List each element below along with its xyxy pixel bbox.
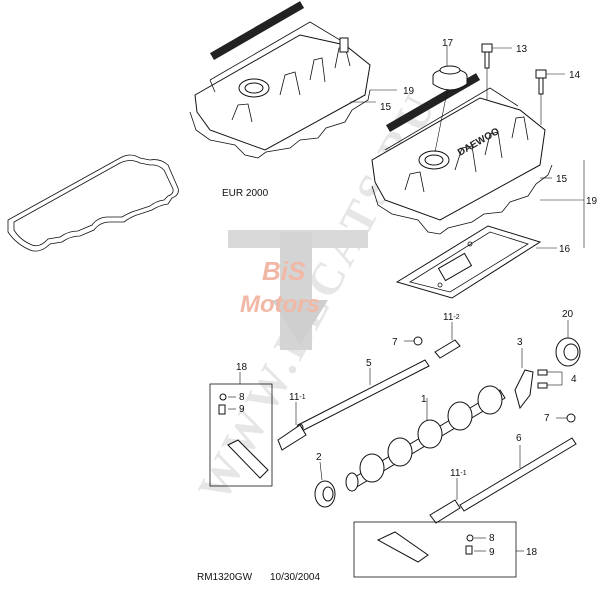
rocker-arm-lower bbox=[429, 478, 461, 524]
callout-15a: 15 bbox=[380, 102, 392, 113]
callout-8a: 8 bbox=[239, 392, 245, 403]
oil-filler-cap bbox=[432, 45, 468, 153]
seal-ring-20 bbox=[555, 320, 581, 367]
callout-7b: 7 bbox=[544, 413, 550, 424]
callout-8b: 8 bbox=[489, 533, 495, 544]
baffle-plate bbox=[395, 225, 542, 299]
callout-15b: 15 bbox=[556, 174, 568, 185]
callout-19b: 19 bbox=[586, 196, 598, 207]
callout-3: 3 bbox=[517, 337, 523, 348]
bolts-4 bbox=[537, 369, 563, 389]
brand-line2: Motors bbox=[240, 291, 320, 318]
footer: RM1320GW 10/30/2004 bbox=[197, 572, 320, 583]
camshaft bbox=[345, 385, 506, 492]
rocker-shaft-upper bbox=[296, 359, 430, 433]
callout-7a: 7 bbox=[392, 337, 398, 348]
callout-9b: 9 bbox=[489, 547, 495, 558]
callout-11-2: 11-2 bbox=[443, 312, 460, 323]
detail-box-18-upper bbox=[209, 372, 273, 487]
callout-16: 16 bbox=[559, 244, 571, 255]
callout-leaders-upper bbox=[350, 89, 585, 249]
bolt-14 bbox=[535, 69, 565, 125]
loose-gasket bbox=[7, 154, 179, 252]
drawing-date: 10/30/2004 bbox=[270, 572, 320, 583]
drawing-id: RM1320GW bbox=[197, 572, 253, 583]
callout-18b: 18 bbox=[526, 547, 538, 558]
brand-watermark: BiS Motors bbox=[228, 230, 368, 350]
callout-19a: 19 bbox=[403, 86, 415, 97]
variant-label: EUR 2000 bbox=[222, 188, 269, 199]
callout-6: 6 bbox=[516, 433, 522, 444]
callout-20: 20 bbox=[562, 309, 574, 320]
oil-seal bbox=[314, 461, 336, 508]
valve-cover-main: DAEWOO bbox=[371, 73, 553, 235]
callout-14: 14 bbox=[569, 70, 581, 81]
callout-11-1b: 11-1 bbox=[450, 468, 467, 479]
bolt-13 bbox=[481, 43, 512, 100]
rocker-arm-11-2 bbox=[434, 322, 461, 359]
rocker-arm-upper-left bbox=[277, 402, 307, 451]
callout-13: 13 bbox=[516, 44, 528, 55]
callout-18a: 18 bbox=[236, 362, 248, 373]
screw-7-lower bbox=[556, 413, 576, 423]
callout-5: 5 bbox=[366, 358, 372, 369]
detail-box-18-lower bbox=[353, 521, 524, 578]
callout-2: 2 bbox=[316, 452, 322, 463]
valve-cover-eur bbox=[189, 1, 371, 159]
callout-11-1a: 11-1 bbox=[289, 392, 306, 403]
thrust-plate bbox=[514, 348, 534, 410]
callout-4: 4 bbox=[571, 374, 577, 385]
brand-line1: BiS bbox=[262, 256, 306, 286]
callout-labels: 15 19 17 13 14 15 19 16 20 11-2 7 3 5 4 … bbox=[236, 38, 598, 558]
callout-17: 17 bbox=[442, 38, 454, 49]
screw-7-upper bbox=[404, 336, 423, 346]
callout-9a: 9 bbox=[239, 404, 245, 415]
rocker-shaft-lower bbox=[459, 437, 577, 512]
callout-1: 1 bbox=[421, 394, 427, 405]
